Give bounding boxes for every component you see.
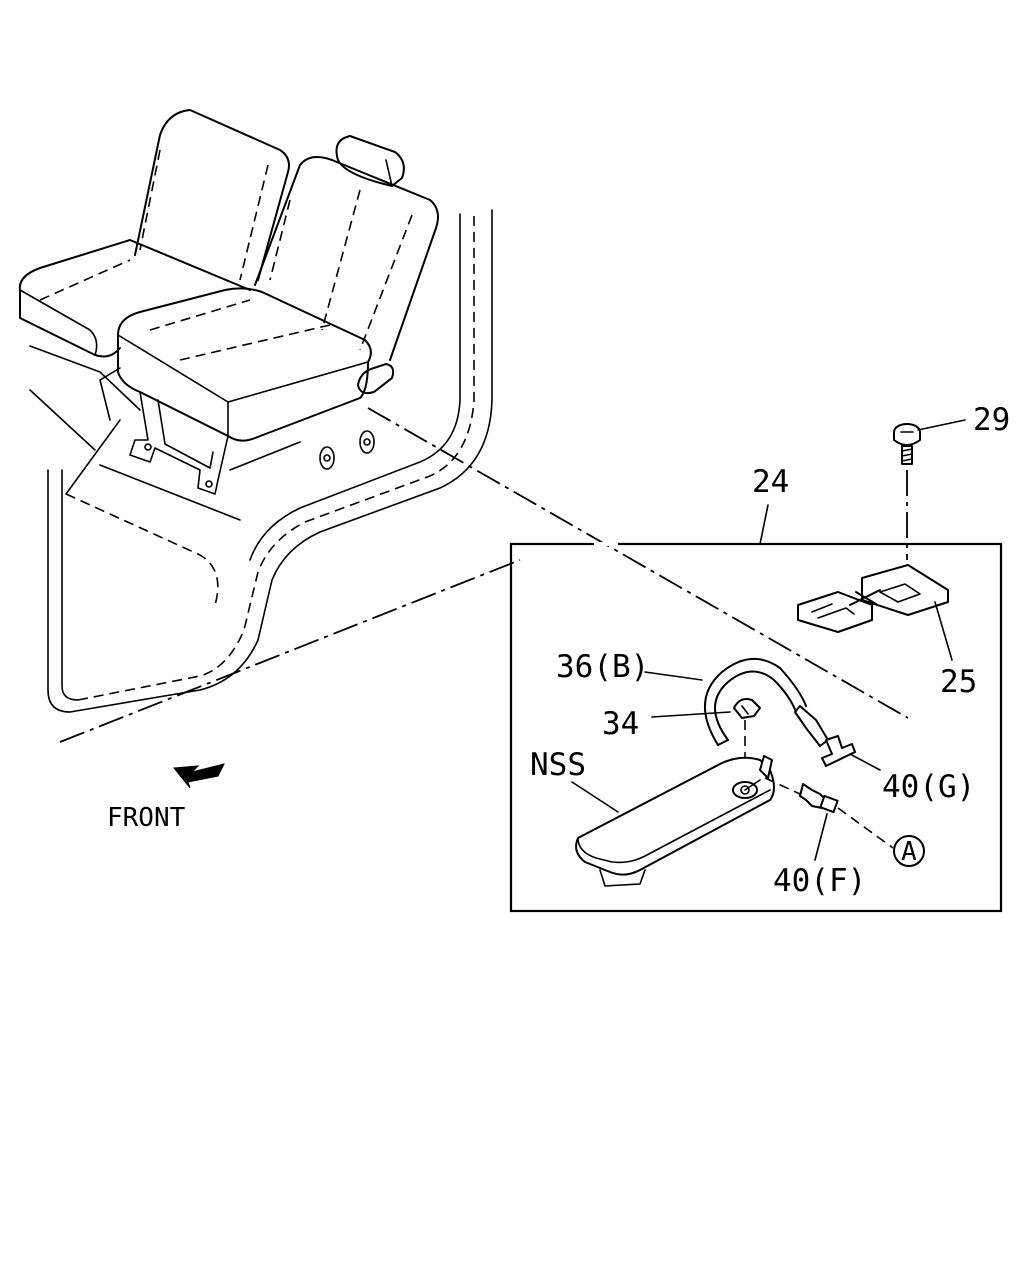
reference-a: A xyxy=(893,835,925,867)
callout-34: 34 xyxy=(602,706,639,742)
callout-36b: 36(B) xyxy=(556,649,649,685)
screw-29 xyxy=(893,419,966,560)
callout-40g: 40(G) xyxy=(882,769,975,805)
rear-seat xyxy=(18,109,290,358)
driver-seat xyxy=(117,135,439,495)
reference-a-label: A xyxy=(901,837,917,867)
fitting-40g xyxy=(821,735,881,771)
front-label: FRONT xyxy=(107,803,186,833)
connector-40f xyxy=(764,777,894,861)
cab-floor-outline xyxy=(29,209,521,743)
callout-nss: NSS xyxy=(530,747,586,783)
callout-40f: 40(F) xyxy=(773,863,866,899)
callout-25: 25 xyxy=(940,664,977,700)
detail-box-24 xyxy=(509,504,1003,913)
callout-24: 24 xyxy=(752,464,789,500)
sensor-nss xyxy=(571,755,775,887)
front-arrow-icon xyxy=(173,763,225,789)
callout-29: 29 xyxy=(973,402,1010,438)
bracket-25 xyxy=(797,564,953,661)
seat-to-detail-leader xyxy=(367,407,909,719)
hose-36b xyxy=(644,657,829,747)
